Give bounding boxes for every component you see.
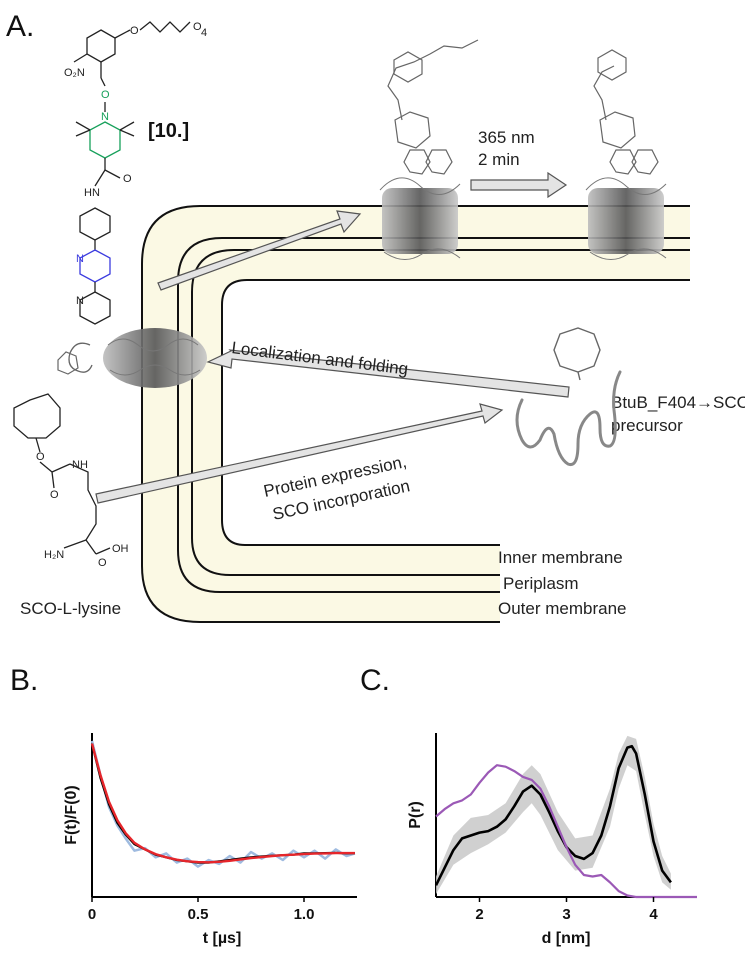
chart-c-ylabel: P(r) <box>407 801 424 829</box>
spin-label-atoms: O₂N O O 4 O N O HN N N <box>64 21 207 307</box>
chart-c-series-1 <box>435 764 697 899</box>
chart-b-xlabel: t [µs] <box>203 930 242 947</box>
inner-membrane-outer-line <box>191 249 690 576</box>
label-precursor-line2: precursor <box>611 416 683 435</box>
panel-b-letter: B. <box>10 664 38 697</box>
outer-membrane-inner-line <box>177 237 690 593</box>
chart-c: 2 3 4 P(r) d [nm] <box>407 733 697 947</box>
chart-b-tick-label-1: 0.5 <box>188 906 209 923</box>
chem-tail-o: O <box>193 21 202 33</box>
outer-membrane-outer-line <box>141 205 690 623</box>
label-periplasm: Periplasm <box>503 574 579 593</box>
chart-c-xlabel: d [nm] <box>542 930 591 947</box>
chem-acid-o: O <box>98 557 107 569</box>
chem-lysine-nh: NH <box>72 459 88 471</box>
chart-b-series-2 <box>90 743 355 864</box>
barrel-protein-middle <box>379 39 479 260</box>
label-inner-membrane: Inner membrane <box>498 548 623 567</box>
barrel-protein-left <box>57 328 207 388</box>
label-wavelength: 365 nm <box>478 128 535 147</box>
chem-amine: H₂N <box>44 549 64 561</box>
chart-b-series-0 <box>90 740 356 868</box>
panel-c-letter: C. <box>360 664 390 697</box>
arrow-to-outer-membrane <box>157 210 362 291</box>
sco-lysine-structure <box>13 393 111 555</box>
chem-nitro: O₂N <box>64 67 85 79</box>
label-outer-membrane: Outer membrane <box>498 599 627 618</box>
cyclooctyne-tag <box>553 327 601 381</box>
chart-b-ylabel: F(t)/F(0) <box>63 785 80 845</box>
chart-b: 0 0.5 1.0 F(t)/F(0) t [µs] <box>63 733 357 947</box>
inner-membrane-inner-line <box>221 279 690 546</box>
chart-b-tick-label-2: 1.0 <box>294 906 315 923</box>
chem-carbamate-o2: O <box>50 489 59 501</box>
chem-carbamate-o: O <box>36 451 45 463</box>
chem-pyrimidine-n: N <box>76 295 84 307</box>
sco-lysine-atoms: O O NH H₂N O OH <box>36 451 129 569</box>
chem-amide-nh: HN <box>84 187 100 199</box>
chem-amide-o: O <box>123 173 132 185</box>
panel-a-letter: A. <box>6 10 34 43</box>
reference-label: [10.] <box>148 120 189 142</box>
label-duration: 2 min <box>478 150 520 169</box>
chem-repeat-4: 4 <box>201 27 207 39</box>
chem-acid-oh: OH <box>112 543 129 555</box>
arrow-light <box>470 171 568 199</box>
chem-tetrazine-n: N <box>76 253 84 265</box>
chart-c-tick-label-1: 3 <box>562 906 570 923</box>
label-localization: Localization and folding <box>231 338 410 379</box>
unfolded-precursor <box>515 370 622 467</box>
chart-c-series-0 <box>434 744 672 886</box>
barrel-protein-right <box>585 49 667 260</box>
chem-nitroxide-n: N <box>101 111 109 123</box>
chart-b-tick-label-0: 0 <box>88 906 96 923</box>
arrow-localization <box>206 349 570 398</box>
chem-nitroxide-o: O <box>101 89 110 101</box>
chart-c-tick-label-0: 2 <box>475 906 483 923</box>
label-precursor-line1: BtuB_F404→SCO <box>611 393 745 412</box>
spin-label-structure <box>73 21 191 325</box>
chart-c-tick-label-2: 4 <box>649 906 658 923</box>
chem-ether-o: O <box>130 25 139 37</box>
arrow-expression <box>95 403 504 504</box>
label-sco-lysine: SCO-L-lysine <box>20 599 121 618</box>
